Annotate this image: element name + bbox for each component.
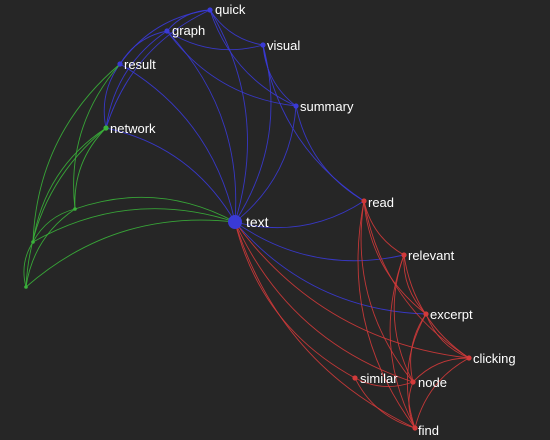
node-label-read: read bbox=[368, 195, 394, 210]
edge-quick-result bbox=[119, 9, 211, 65]
edge-text-quick bbox=[209, 9, 248, 223]
edge-graph-network bbox=[105, 30, 168, 129]
node-label-excerpt: excerpt bbox=[430, 307, 473, 322]
edge-read-clicking bbox=[363, 200, 470, 359]
node-result[interactable] bbox=[117, 61, 123, 67]
edge-relevant-excerpt bbox=[403, 254, 427, 315]
edge-excerpt-find bbox=[406, 313, 427, 429]
edge-node-find bbox=[408, 381, 416, 429]
edge-text-result bbox=[119, 63, 236, 223]
node-label-relevant: relevant bbox=[408, 248, 455, 263]
node-find[interactable] bbox=[412, 425, 418, 431]
node-summary[interactable] bbox=[293, 103, 299, 109]
edge-layer bbox=[23, 9, 470, 429]
node-g2[interactable] bbox=[31, 240, 35, 244]
edge-text-read bbox=[234, 200, 365, 229]
edge-result-g1 bbox=[73, 63, 121, 210]
node-visual[interactable] bbox=[260, 42, 266, 48]
label-layer: text quick graph visual result summary network… bbox=[110, 2, 516, 438]
node-label-network: network bbox=[110, 121, 156, 136]
edge-relevant-find bbox=[389, 254, 416, 429]
edge-text-excerpt bbox=[234, 221, 427, 315]
node-label-graph: graph bbox=[172, 23, 205, 38]
node-text[interactable] bbox=[228, 215, 242, 229]
edge-read-excerpt bbox=[363, 200, 427, 315]
edge-g1-g2 bbox=[32, 208, 76, 243]
edge-result-network bbox=[103, 63, 121, 129]
edge-quick-visual bbox=[209, 9, 264, 46]
edge-text-node bbox=[234, 221, 414, 383]
node-label-result: result bbox=[124, 57, 156, 72]
node-label-find: find bbox=[418, 423, 439, 438]
edge-summary-read bbox=[295, 105, 365, 202]
node-clicking[interactable] bbox=[466, 355, 472, 361]
edge-text-summary bbox=[234, 105, 297, 223]
edge-clicking-find bbox=[414, 357, 470, 429]
node-relevant[interactable] bbox=[401, 252, 407, 258]
node-label-clicking: clicking bbox=[473, 351, 516, 366]
edge-result-g2 bbox=[32, 63, 121, 243]
edge-g2-g3 bbox=[23, 241, 34, 288]
node-graph[interactable] bbox=[164, 28, 170, 34]
edge-quick-summary bbox=[209, 9, 297, 107]
node-label-text: text bbox=[246, 214, 269, 230]
node-label-quick: quick bbox=[215, 2, 246, 17]
node-node[interactable] bbox=[410, 379, 416, 385]
node-excerpt[interactable] bbox=[423, 311, 429, 317]
edge-graph-result bbox=[119, 30, 168, 65]
node-quick[interactable] bbox=[207, 7, 213, 13]
edge-similar-find bbox=[354, 377, 416, 429]
edge-excerpt-clicking bbox=[425, 313, 470, 359]
edge-text-g1 bbox=[74, 196, 236, 223]
node-layer bbox=[24, 7, 472, 431]
edge-read-find bbox=[357, 200, 416, 429]
edge-text-clicking bbox=[234, 221, 470, 359]
node-label-visual: visual bbox=[267, 38, 300, 53]
node-similar[interactable] bbox=[352, 375, 358, 381]
node-network[interactable] bbox=[103, 125, 109, 131]
edge-visual-read bbox=[262, 44, 365, 202]
edge-similar-node bbox=[354, 377, 414, 387]
node-read[interactable] bbox=[361, 198, 367, 204]
edge-graph-summary bbox=[166, 30, 297, 107]
edge-text-relevant bbox=[234, 221, 405, 262]
edge-text-find bbox=[234, 221, 416, 429]
edge-network-g3 bbox=[25, 127, 107, 288]
edge-graph-visual bbox=[166, 30, 264, 51]
node-label-summary: summary bbox=[300, 99, 354, 114]
node-label-similar: similar bbox=[360, 371, 398, 386]
edge-network-g1 bbox=[74, 127, 107, 210]
edge-text-g2 bbox=[32, 208, 236, 243]
edge-g1-g3 bbox=[25, 208, 76, 288]
edge-text-g3 bbox=[25, 219, 236, 288]
node-g3[interactable] bbox=[24, 285, 28, 289]
edge-quick-network bbox=[105, 9, 211, 129]
edge-clicking-node bbox=[412, 357, 470, 383]
edge-read-relevant bbox=[363, 200, 405, 256]
edge-text-network bbox=[105, 127, 236, 223]
edge-network-g2 bbox=[32, 127, 107, 243]
node-label-node: node bbox=[418, 375, 447, 390]
node-g1[interactable] bbox=[73, 207, 77, 211]
edge-read-node bbox=[360, 200, 414, 383]
